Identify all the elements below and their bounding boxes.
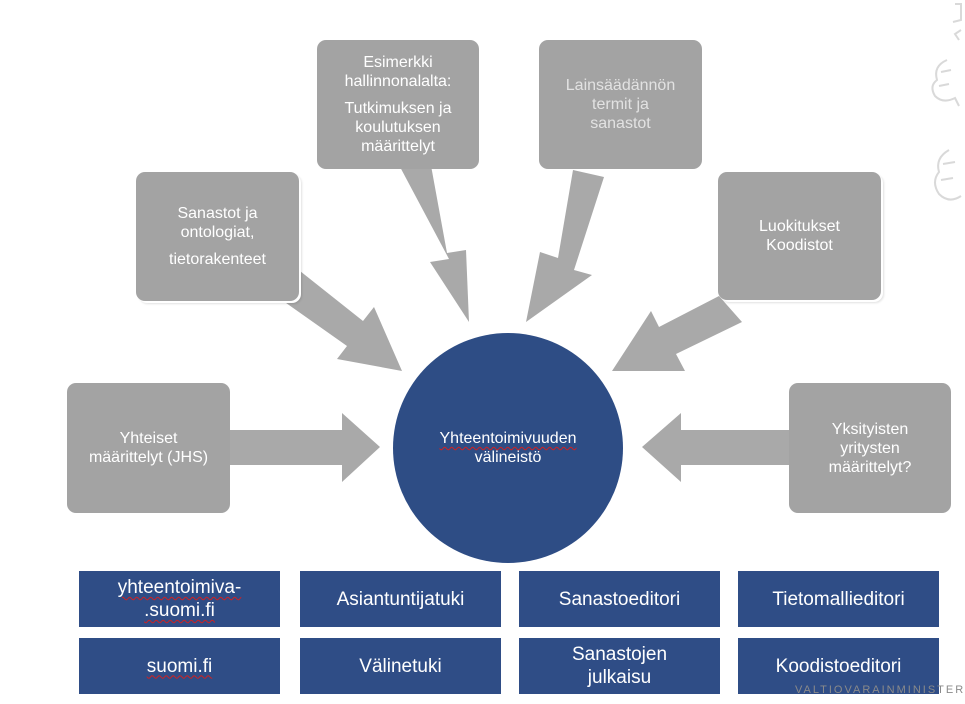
service-label: Välinetuki: [359, 655, 442, 677]
hub-label: Yhteentoimivuuden: [439, 430, 577, 447]
source-label: Esimerkki: [363, 54, 433, 71]
service-valinetuki[interactable]: Välinetuki: [300, 638, 501, 694]
arrow-from-yksityiset: [642, 413, 790, 482]
service-sanastoeditori[interactable]: Sanastoeditori: [519, 571, 720, 627]
service-yhteentoimiva-link[interactable]: yhteentoimiva- .suomi.fi: [79, 571, 280, 627]
service-label: suomi.fi: [146, 655, 213, 677]
service-label: .suomi.fi: [144, 600, 215, 621]
source-box-yksityiset: Yksityisten yritysten määrittelyt?: [789, 383, 951, 513]
ministry-wordmark: VALTIOVARAINMINISTERIÖ: [795, 684, 965, 696]
source-label: määrittelyt (JHS): [88, 449, 209, 466]
service-label: yhteentoimiva-: [117, 577, 242, 598]
source-box-esimerkki: Esimerkki hallinnonalalta: Tutkimuksen j…: [317, 40, 479, 169]
source-label: määrittelyt?: [828, 458, 912, 476]
lion-emblem-icon: [931, 3, 962, 201]
central-hub: Yhteentoimivuuden välineistö: [393, 333, 623, 563]
source-label: Yhteiset: [119, 430, 178, 447]
hub-label: välineistö: [474, 449, 542, 466]
source-box-sanastot: Sanastot ja ontologiat, tietorakenteet: [136, 172, 299, 301]
arrow-from-lainsaadanto: [526, 170, 604, 322]
service-koodistoeditori[interactable]: Koodistoeditori: [738, 638, 939, 694]
source-label: hallinnonalalta:: [344, 73, 452, 90]
source-label: sanastot: [590, 115, 651, 132]
service-label: Sanastoeditori: [558, 588, 681, 610]
arrow-from-esimerkki: [399, 160, 469, 322]
source-label: koulutuksen: [355, 119, 441, 136]
source-label: Luokitukset: [759, 218, 840, 235]
source-label: Sanastot ja: [177, 205, 258, 222]
service-asiantuntijatuki[interactable]: Asiantuntijatuki: [300, 571, 501, 627]
source-label: tietorakenteet: [169, 251, 266, 268]
source-box-jhs: Yhteiset määrittelyt (JHS): [67, 383, 230, 513]
arrow-from-sanastot: [279, 271, 402, 371]
source-box-lainsaadanto: Lainsäädännön termit ja sanastot: [539, 40, 702, 169]
service-label: Koodistoeditori: [775, 655, 902, 677]
source-label: Tutkimuksen ja: [344, 100, 452, 117]
service-label: Asiantuntijatuki: [336, 588, 465, 610]
arrow-from-jhs: [230, 413, 380, 482]
service-suomi-fi-link[interactable]: suomi.fi: [79, 638, 280, 694]
arrow-from-luokitukset: [612, 296, 742, 371]
service-label: Sanastojen: [571, 644, 668, 665]
service-tietomallieditori[interactable]: Tietomallieditori: [738, 571, 939, 627]
source-label: Koodistot: [766, 237, 833, 254]
service-label: julkaisu: [587, 667, 652, 688]
source-label: Lainsäädännön: [565, 77, 676, 94]
source-label: yritysten: [840, 439, 900, 457]
source-label: ontologiat,: [180, 224, 255, 241]
source-label: Yksityisten: [831, 420, 909, 438]
source-box-luokitukset: Luokitukset Koodistot: [718, 172, 881, 300]
service-sanastojen-julkaisu[interactable]: Sanastojen julkaisu: [519, 638, 720, 694]
service-label: Tietomallieditori: [772, 588, 905, 610]
source-label: määrittelyt: [361, 138, 435, 155]
source-label: termit ja: [592, 96, 649, 113]
